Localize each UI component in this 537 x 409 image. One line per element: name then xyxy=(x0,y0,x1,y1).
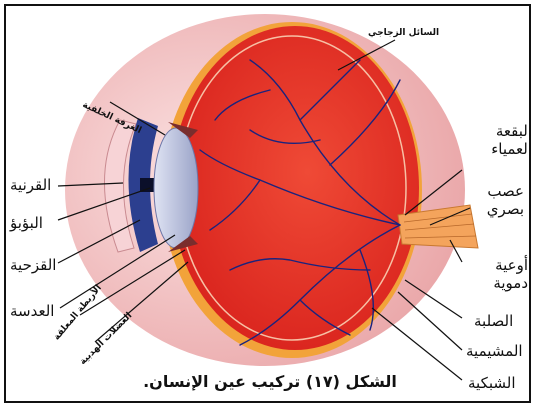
label-blind-spot: البقعة العمياء xyxy=(472,122,532,158)
label-optic-nerve: عصب بصري xyxy=(484,182,524,218)
vitreous-body xyxy=(171,26,419,350)
label-choroid: المشيمية xyxy=(466,342,523,360)
label-sclera: الصلبة xyxy=(474,312,513,330)
figure-caption: الشكل (١٧) تركيب عين الإنسان. xyxy=(120,372,420,391)
label-lens: العدسة xyxy=(10,302,54,320)
label-retina: الشبكية xyxy=(468,374,516,392)
label-vitreous: السائل الزجاجي xyxy=(368,28,439,38)
label-iris: القزحية xyxy=(10,256,56,274)
label-blood-vessels: أوعية دموية xyxy=(478,256,528,292)
label-pupil: البؤبؤ xyxy=(10,214,43,232)
label-cornea: القرنية xyxy=(10,176,51,194)
lens xyxy=(154,128,198,248)
